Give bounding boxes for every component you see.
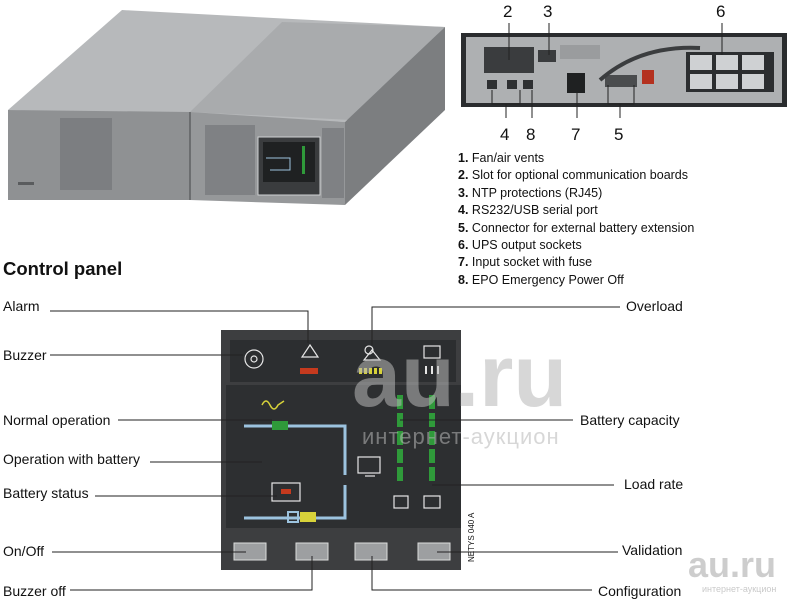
label-normal-operation: Normal operation <box>3 412 111 428</box>
legend-item: 2. Slot for optional communication board… <box>458 168 689 183</box>
panel-code: NETYS 040 A <box>467 512 476 562</box>
leader-lines <box>50 306 620 591</box>
callout-8: 8 <box>526 125 536 144</box>
label-operation-with-battery: Operation with battery <box>3 451 140 467</box>
label-load-rate: Load rate <box>624 476 684 492</box>
callout-5: 5 <box>614 125 624 144</box>
legend-item: 5. Connector for external battery extens… <box>458 220 695 235</box>
label-battery-capacity: Battery capacity <box>580 412 680 428</box>
label-on-off: On/Off <box>3 543 44 559</box>
legend-item: 4. RS232/USB serial port <box>458 203 598 218</box>
legend-item: 1. Fan/air vents <box>458 151 545 165</box>
legend-item: 7. Input socket with fuse <box>458 255 593 270</box>
rear-panel <box>461 23 787 118</box>
watermark-corner: au.ru <box>688 544 777 585</box>
callout-6: 6 <box>716 2 726 21</box>
label-alarm: Alarm <box>3 298 40 314</box>
callout-2: 2 <box>503 2 513 21</box>
configuration-button <box>354 542 388 561</box>
ups-unit <box>8 10 445 205</box>
callout-4: 4 <box>500 125 510 144</box>
label-validation: Validation <box>622 542 683 558</box>
watermark-big: au.ru <box>352 326 568 425</box>
watermark-corner-small: интернет-аукцион <box>702 584 777 594</box>
label-battery-status: Battery status <box>3 485 89 501</box>
label-overload: Overload <box>626 298 683 314</box>
rear-legend: 1. Fan/air vents 2. Slot for optional co… <box>458 150 694 289</box>
section-title: Control panel <box>3 258 123 279</box>
label-buzzer: Buzzer <box>3 347 47 363</box>
legend-item: 3. NTP protections (RJ45) <box>458 185 603 200</box>
callout-3: 3 <box>543 2 553 21</box>
legend-item: 6. UPS output sockets <box>458 238 582 253</box>
label-buzzer-off: Buzzer off <box>3 583 66 599</box>
control-panel <box>221 330 461 570</box>
callout-7: 7 <box>571 125 581 144</box>
label-configuration: Configuration <box>598 583 682 599</box>
legend-item: 8. EPO Emergency Power Off <box>458 272 624 287</box>
watermark-small: интернет-аукцион <box>362 424 560 449</box>
